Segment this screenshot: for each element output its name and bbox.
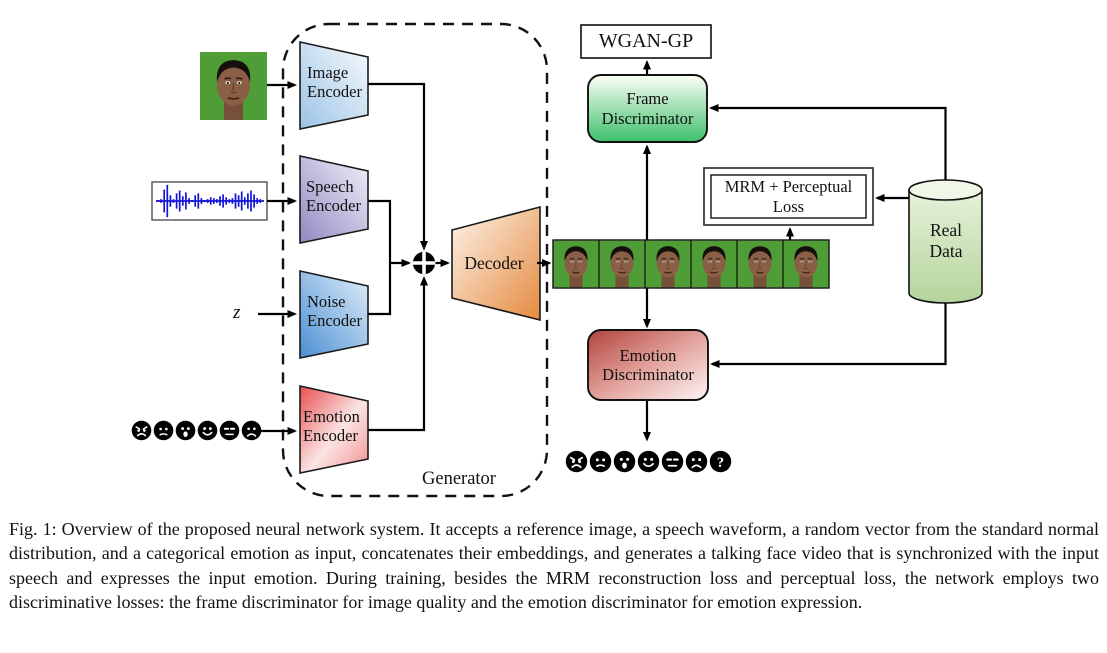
mrm-loss-label: MRM + Perceptual Loss — [724, 177, 853, 216]
mrm-loss-box — [703, 167, 874, 226]
emotion-icon-sad — [685, 450, 708, 473]
real-data-cylinder — [908, 179, 983, 304]
concatenation-icon — [412, 251, 436, 275]
emotion-icon-surprised — [613, 450, 636, 473]
decoder-label: Decoder — [464, 252, 524, 273]
wgan-gp-label: WGAN-GP — [598, 29, 694, 52]
emotion-icon-angry — [565, 450, 588, 473]
emotion-encoder-label: Emotion Encoder — [303, 407, 360, 446]
decoder-shape — [451, 205, 541, 322]
generated-video-frames — [552, 239, 830, 289]
frame-discriminator-label: Frame Discriminator — [601, 89, 694, 128]
emotion-icon-unamused — [153, 420, 174, 441]
wgan-gp-box — [580, 24, 712, 59]
generator-label: Generator — [422, 469, 496, 489]
emotion-icon-surprised — [175, 420, 196, 441]
reference-face-image — [200, 52, 267, 120]
noise-encoder-label: Noise Encoder — [307, 292, 362, 331]
emotion-icon-neutral — [219, 420, 240, 441]
emotion-encoder-shape — [299, 385, 369, 474]
frame-discriminator-box — [587, 74, 708, 143]
input-emotion-icons — [131, 420, 262, 441]
emotion-icon-sad — [241, 420, 262, 441]
emotion-discriminator-box — [587, 329, 709, 401]
figure-caption: Fig. 1: Overview of the proposed neural … — [9, 519, 1099, 613]
speech-waveform — [151, 181, 268, 221]
speech-encoder-shape — [299, 155, 369, 244]
emotion-icon-unamused — [589, 450, 612, 473]
generator-dashed-boundary — [281, 22, 549, 498]
real-data-label: Real Data — [929, 220, 963, 261]
emotion-icon-question: ? — [709, 450, 732, 473]
connector-arrows — [258, 60, 947, 442]
emotion-icon-angry — [131, 420, 152, 441]
emotion-icon-happy — [197, 420, 218, 441]
image-encoder-label: Image Encoder — [307, 63, 362, 102]
image-encoder-shape — [299, 41, 369, 130]
emotion-discriminator-label: Emotion Discriminator — [602, 345, 694, 384]
waveform-icon — [156, 184, 264, 218]
emotion-icon-neutral — [661, 450, 684, 473]
speech-encoder-label: Speech Encoder — [306, 177, 361, 216]
architecture-diagram — [151, 22, 983, 498]
noise-vector-z-label: z — [233, 302, 241, 323]
output-emotion-icons: ? — [565, 450, 732, 473]
svg-text:?: ? — [717, 455, 724, 471]
emotion-icon-happy — [637, 450, 660, 473]
noise-encoder-shape — [299, 270, 369, 359]
